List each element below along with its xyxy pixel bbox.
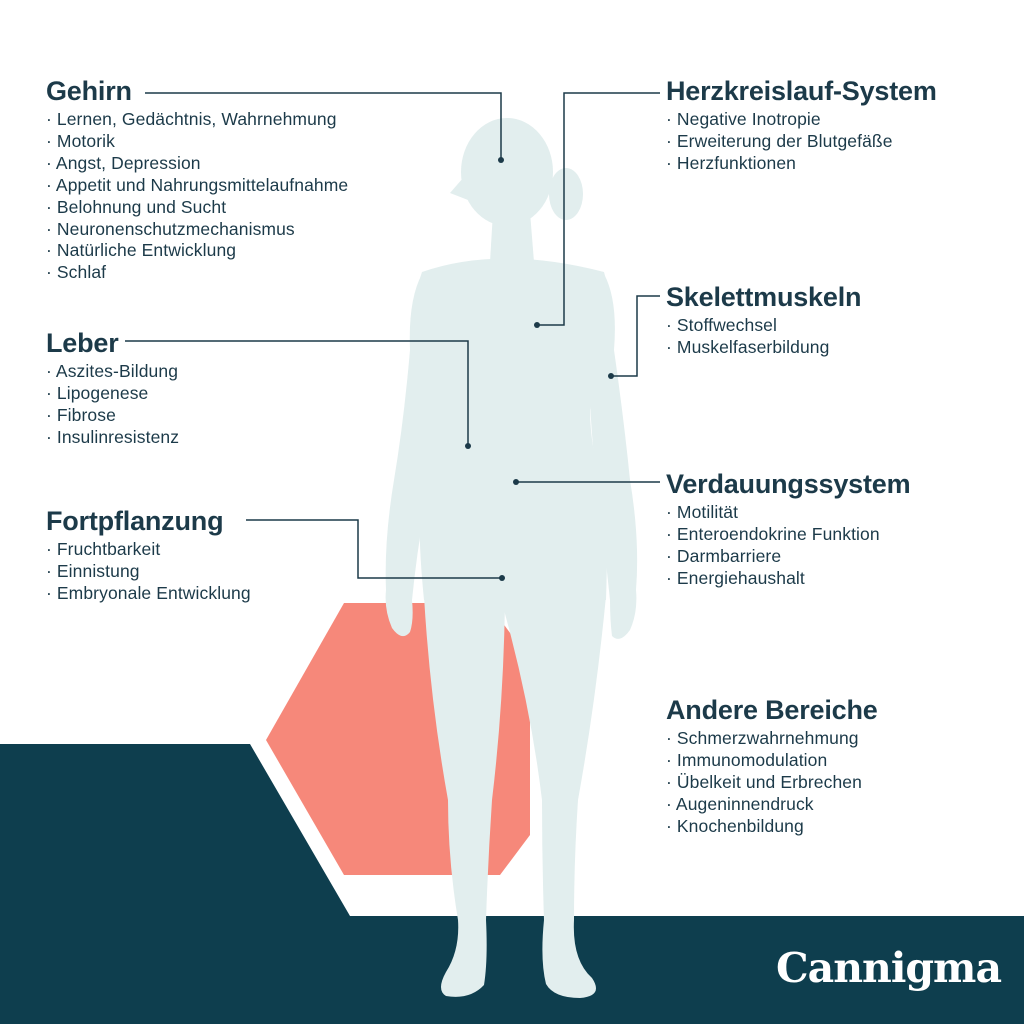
list-item: · Muskelfaserbildung — [666, 336, 830, 357]
section-verdauungssystem: Verdauungssystem · Motilität· Enteroendo… — [666, 469, 911, 590]
list-item: · Neuronenschutzmechanismus — [46, 218, 295, 239]
list-item: · Negative Inotropie — [666, 109, 821, 129]
section-title: Skelettmuskeln — [666, 282, 862, 312]
item-list: · Fruchtbarkeit· Einnistung· Embryonale … — [46, 539, 251, 605]
connector-gehirn — [145, 92, 502, 160]
item-list: · Stoffwechsel· Muskelfaserbildung — [666, 315, 861, 359]
connector-dots — [465, 157, 614, 581]
list-item: · Embryonale Entwicklung — [46, 582, 251, 603]
section-gehirn: Gehirn · Lernen, Gedächtnis, Wahrnehmung… — [46, 76, 348, 284]
connector-lines — [125, 92, 660, 579]
dot-leber — [465, 443, 471, 449]
item-list: · Lernen, Gedächtnis, Wahrnehmung· Motor… — [46, 109, 348, 284]
list-item: · Fruchtbarkeit — [46, 539, 161, 559]
list-item: · Motilität — [666, 502, 739, 522]
list-item: · Natürliche Entwicklung — [46, 240, 237, 261]
item-list: · Negative Inotropie· Erweiterung der Bl… — [666, 109, 937, 175]
list-item: · Appetit und Nahrungsmittelaufnahme — [46, 174, 349, 195]
list-item: · Immunomodulation — [666, 749, 828, 770]
section-fortpflanzung: Fortpflanzung · Fruchtbarkeit· Einnistun… — [46, 506, 251, 605]
dot-muskeln — [608, 373, 614, 379]
dot-verdauung — [513, 479, 519, 485]
list-item: · Enteroendokrine Funktion — [666, 523, 880, 544]
list-item: · Lernen, Gedächtnis, Wahrnehmung — [46, 109, 337, 129]
item-list: · Aszites-Bildung· Lipogenese· Fibrose· … — [46, 361, 179, 449]
section-title: Verdauungssystem — [666, 469, 911, 499]
female-silhouette — [385, 118, 638, 998]
connector-herz — [537, 92, 660, 326]
item-list: · Motilität· Enteroendokrine Funktion· D… — [666, 502, 910, 590]
section-title: Andere Bereiche — [666, 695, 878, 725]
list-item: · Schmerzwahrnehmung — [666, 728, 859, 748]
list-item: · Fibrose — [46, 404, 116, 425]
list-item: · Einnistung — [46, 560, 140, 581]
list-item: · Darmbarriere — [666, 545, 782, 566]
list-item: · Stoffwechsel — [666, 315, 777, 335]
dark-band — [0, 744, 1024, 1024]
list-item: · Herzfunktionen — [666, 152, 796, 173]
list-item: · Knochenbildung — [666, 815, 804, 836]
item-list: · Schmerzwahrnehmung· Immunomodulation· … — [666, 728, 878, 838]
list-item: · Augeninnendruck — [666, 793, 814, 814]
list-item: · Erweiterung der Blutgefäße — [666, 130, 893, 151]
cannigma-logo: Cannigma — [776, 944, 1002, 992]
section-andere-bereiche: Andere Bereiche · Schmerzwahrnehmung· Im… — [666, 695, 878, 838]
connector-muskeln — [611, 295, 660, 377]
section-leber: Leber · Aszites-Bildung· Lipogenese· Fib… — [46, 328, 179, 449]
list-item: · Angst, Depression — [46, 152, 201, 173]
list-item: · Belohnung und Sucht — [46, 196, 227, 217]
list-item: · Schlaf — [46, 262, 107, 283]
dot-gehirn — [498, 157, 504, 163]
list-item: · Aszites-Bildung — [46, 361, 179, 381]
list-item: · Energiehaushalt — [666, 567, 805, 588]
list-item: · Lipogenese — [46, 382, 149, 403]
connector-fortpflanzung — [246, 519, 502, 579]
section-title: Leber — [46, 328, 119, 358]
dot-fortpflanzung — [499, 575, 505, 581]
section-title: Herzkreislauf-System — [666, 76, 937, 106]
section-title: Gehirn — [46, 76, 132, 106]
section-herzkreislauf: Herzkreislauf-System · Negative Inotropi… — [666, 76, 937, 175]
section-skelettmuskeln: Skelettmuskeln · Stoffwechsel· Muskelfas… — [666, 282, 861, 359]
connector-leber — [125, 340, 469, 446]
list-item: · Motorik — [46, 130, 115, 151]
dot-herz — [534, 322, 540, 328]
section-title: Fortpflanzung — [46, 506, 224, 536]
list-item: · Insulinresistenz — [46, 426, 180, 447]
list-item: · Übelkeit und Erbrechen — [666, 771, 862, 792]
